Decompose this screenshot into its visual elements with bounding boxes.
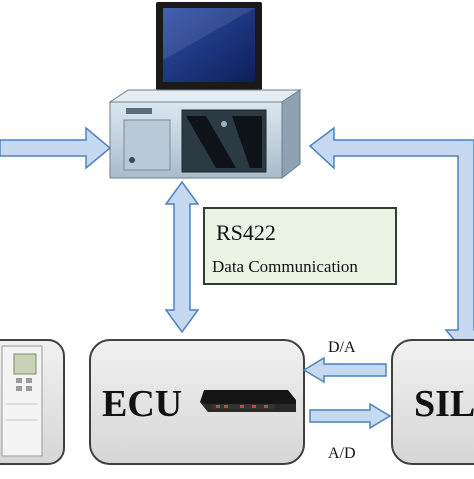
sil-block: SIL bbox=[391, 339, 474, 465]
arrow-ad bbox=[309, 402, 392, 430]
ad-label: A/D bbox=[328, 445, 356, 462]
monitor-icon bbox=[156, 2, 262, 102]
ecu-block: ECU bbox=[89, 339, 305, 465]
controller-device-icon bbox=[1, 345, 43, 457]
rs422-title: RS422 bbox=[216, 220, 276, 245]
arrow-da bbox=[302, 356, 387, 384]
industrial-pc-icon bbox=[108, 89, 302, 180]
data-communication-label: Data Communication bbox=[212, 257, 358, 276]
da-label: D/A bbox=[328, 339, 356, 356]
ecu-label: ECU bbox=[102, 383, 182, 425]
left-device-block bbox=[0, 339, 65, 465]
arrow-left-to-computer bbox=[0, 126, 112, 170]
rs422-data-box: RS422 Data Communication bbox=[203, 207, 397, 285]
sil-label: SIL bbox=[414, 383, 474, 425]
arrow-computer-ecu bbox=[164, 180, 200, 334]
ecu-device-icon bbox=[200, 390, 296, 412]
